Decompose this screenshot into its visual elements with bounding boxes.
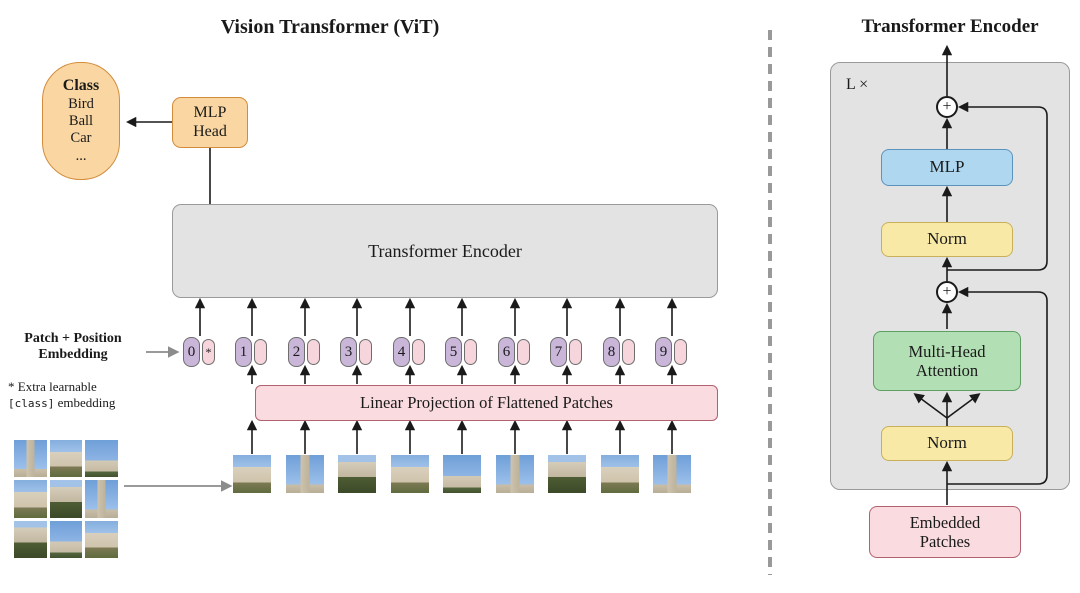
norm-box-top: Norm bbox=[881, 222, 1013, 257]
image-patch bbox=[233, 455, 271, 493]
input-image-grid bbox=[14, 440, 118, 558]
patch-embedding bbox=[569, 339, 582, 365]
token-pair-7: 7 bbox=[550, 337, 582, 367]
patch-embedding bbox=[464, 339, 477, 365]
note-line2: [class] embedding bbox=[8, 395, 178, 411]
embedded-patches-box: Embedded Patches bbox=[869, 506, 1021, 558]
class-embedding-note: * Extra learnable [class] embedding bbox=[8, 379, 178, 412]
image-patch bbox=[85, 440, 118, 478]
image-patch bbox=[49, 520, 83, 558]
transformer-encoder-box: Transformer Encoder bbox=[172, 204, 718, 298]
encoder-loop-container bbox=[830, 62, 1070, 490]
norm-box-bottom: Norm bbox=[881, 426, 1013, 461]
patch-embedding bbox=[412, 339, 425, 365]
patch-embedding bbox=[517, 339, 530, 365]
multi-head-attention-label: Multi-Head Attention bbox=[908, 341, 986, 380]
class-heading: Class bbox=[62, 77, 100, 95]
position-token: 0 bbox=[183, 337, 200, 367]
position-token: 3 bbox=[340, 337, 357, 367]
patch-position-embedding-label: Patch + Position Embedding bbox=[24, 331, 122, 363]
linear-projection-label: Linear Projection of Flattened Patches bbox=[360, 393, 613, 412]
right-diagram-arrows bbox=[913, 44, 1048, 505]
class-item: Car bbox=[70, 130, 92, 147]
class-item: Bird bbox=[68, 96, 94, 113]
embedded-patches-label: Embedded Patches bbox=[909, 512, 981, 551]
position-token: 5 bbox=[445, 337, 462, 367]
patch-embedding bbox=[307, 339, 320, 365]
image-patch bbox=[85, 480, 118, 518]
image-patch bbox=[286, 455, 324, 493]
token-pair-9: 9 bbox=[655, 337, 687, 367]
residual-add-bottom: + bbox=[936, 281, 958, 303]
token-pair-4: 4 bbox=[393, 337, 425, 367]
class-item: ... bbox=[75, 147, 87, 164]
note-class-code: [class] bbox=[8, 397, 55, 411]
mlp-label: MLP bbox=[929, 157, 965, 177]
class-output-bubble: Class Bird Ball Car ... bbox=[42, 62, 120, 180]
image-patch bbox=[14, 520, 47, 558]
image-patch bbox=[443, 455, 481, 493]
token-pair-6: 6 bbox=[498, 337, 530, 367]
patch-embedding bbox=[359, 339, 372, 365]
mlp-head-box: MLP Head bbox=[172, 97, 248, 148]
image-patch bbox=[601, 455, 639, 493]
plus-icon: + bbox=[942, 98, 952, 115]
token-pair-1: 1 bbox=[235, 337, 267, 367]
position-token: 8 bbox=[603, 337, 620, 367]
norm-label: Norm bbox=[927, 229, 967, 249]
image-patch bbox=[14, 480, 47, 518]
image-patch bbox=[49, 440, 83, 478]
patch-embedding bbox=[674, 339, 687, 365]
class-item: Ball bbox=[68, 113, 94, 130]
class-token-patch: * bbox=[202, 339, 215, 365]
image-patch bbox=[49, 480, 83, 518]
residual-add-top: + bbox=[936, 96, 958, 118]
mlp-box: MLP bbox=[881, 149, 1013, 186]
linear-projection-box: Linear Projection of Flattened Patches bbox=[255, 385, 718, 421]
multi-head-attention-box: Multi-Head Attention bbox=[873, 331, 1021, 391]
token-pair-0: 0 * bbox=[183, 337, 215, 367]
left-diagram-arrows bbox=[124, 116, 678, 492]
loop-count-label: L × bbox=[846, 76, 869, 93]
patch-embedding bbox=[622, 339, 635, 365]
residual-skip-top bbox=[947, 101, 1048, 271]
note-rest: embedding bbox=[57, 395, 116, 411]
image-patch bbox=[653, 455, 691, 493]
patch-embedding bbox=[254, 339, 267, 365]
vit-title: Vision Transformer (ViT) bbox=[220, 16, 440, 38]
note-line1: * Extra learnable bbox=[8, 379, 97, 394]
class-token-asterisk: * bbox=[205, 344, 212, 359]
token-pair-5: 5 bbox=[445, 337, 477, 367]
image-patch bbox=[85, 520, 118, 558]
residual-skip-bottom bbox=[947, 286, 1048, 485]
token-pair-2: 2 bbox=[288, 337, 320, 367]
position-token: 4 bbox=[393, 337, 410, 367]
image-patch bbox=[496, 455, 534, 493]
plus-icon: + bbox=[942, 283, 952, 300]
image-patch bbox=[548, 455, 586, 493]
encoder-title: Transformer Encoder bbox=[861, 16, 1039, 37]
transformer-encoder-label: Transformer Encoder bbox=[368, 240, 522, 261]
position-token: 1 bbox=[235, 337, 252, 367]
norm-label: Norm bbox=[927, 433, 967, 453]
position-token: 6 bbox=[498, 337, 515, 367]
position-token: 9 bbox=[655, 337, 672, 367]
image-patch bbox=[338, 455, 376, 493]
position-token: 7 bbox=[550, 337, 567, 367]
image-patch bbox=[391, 455, 429, 493]
token-pair-3: 3 bbox=[340, 337, 372, 367]
image-patch bbox=[14, 440, 47, 478]
position-token: 2 bbox=[288, 337, 305, 367]
token-pair-8: 8 bbox=[603, 337, 635, 367]
